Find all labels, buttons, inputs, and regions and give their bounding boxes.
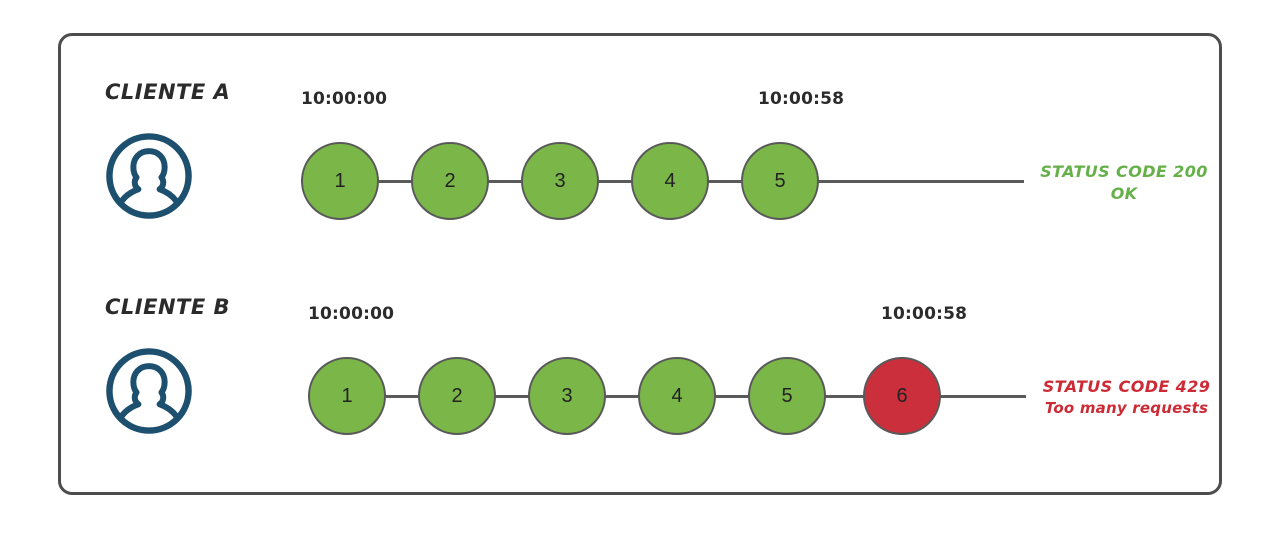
client-b-start-time: 10:00:00 [308,304,395,324]
connector-6-status [941,395,1026,398]
status-message-text: Too many requests [1044,398,1209,417]
client-b-label: CLIENTE B [105,295,231,319]
request-node[interactable]: 2 [411,142,489,220]
request-node[interactable]: 3 [528,357,606,435]
request-node[interactable]: 1 [308,357,386,435]
request-node[interactable]: 4 [631,142,709,220]
client-b-end-time: 10:00:58 [881,304,968,324]
request-node[interactable]: 2 [418,357,496,435]
status-badge-a: STATUS CODE 200 OK [1024,161,1224,204]
status-code-text: STATUS CODE 429 [1042,377,1211,396]
request-node[interactable]: 1 [301,142,379,220]
status-code-text: STATUS CODE 200 [1040,162,1208,181]
request-node[interactable]: 5 [741,142,819,220]
request-node[interactable]: 5 [748,357,826,435]
connector-5-status [819,180,1024,183]
client-a-end-time: 10:00:58 [758,89,845,109]
request-node[interactable]: 4 [638,357,716,435]
user-avatar-icon [103,345,195,437]
client-a-label: CLIENTE A [105,80,231,104]
status-message-text: OK [1110,183,1138,203]
status-badge-b: STATUS CODE 429 Too many requests [1024,376,1229,418]
request-node[interactable]: 3 [521,142,599,220]
diagram-frame: CLIENTE A 10:00:00 10:00:58 1 2 3 4 5 [58,33,1222,495]
client-a-start-time: 10:00:00 [301,89,388,109]
request-node-error[interactable]: 6 [863,357,941,435]
user-avatar-icon [103,130,195,222]
